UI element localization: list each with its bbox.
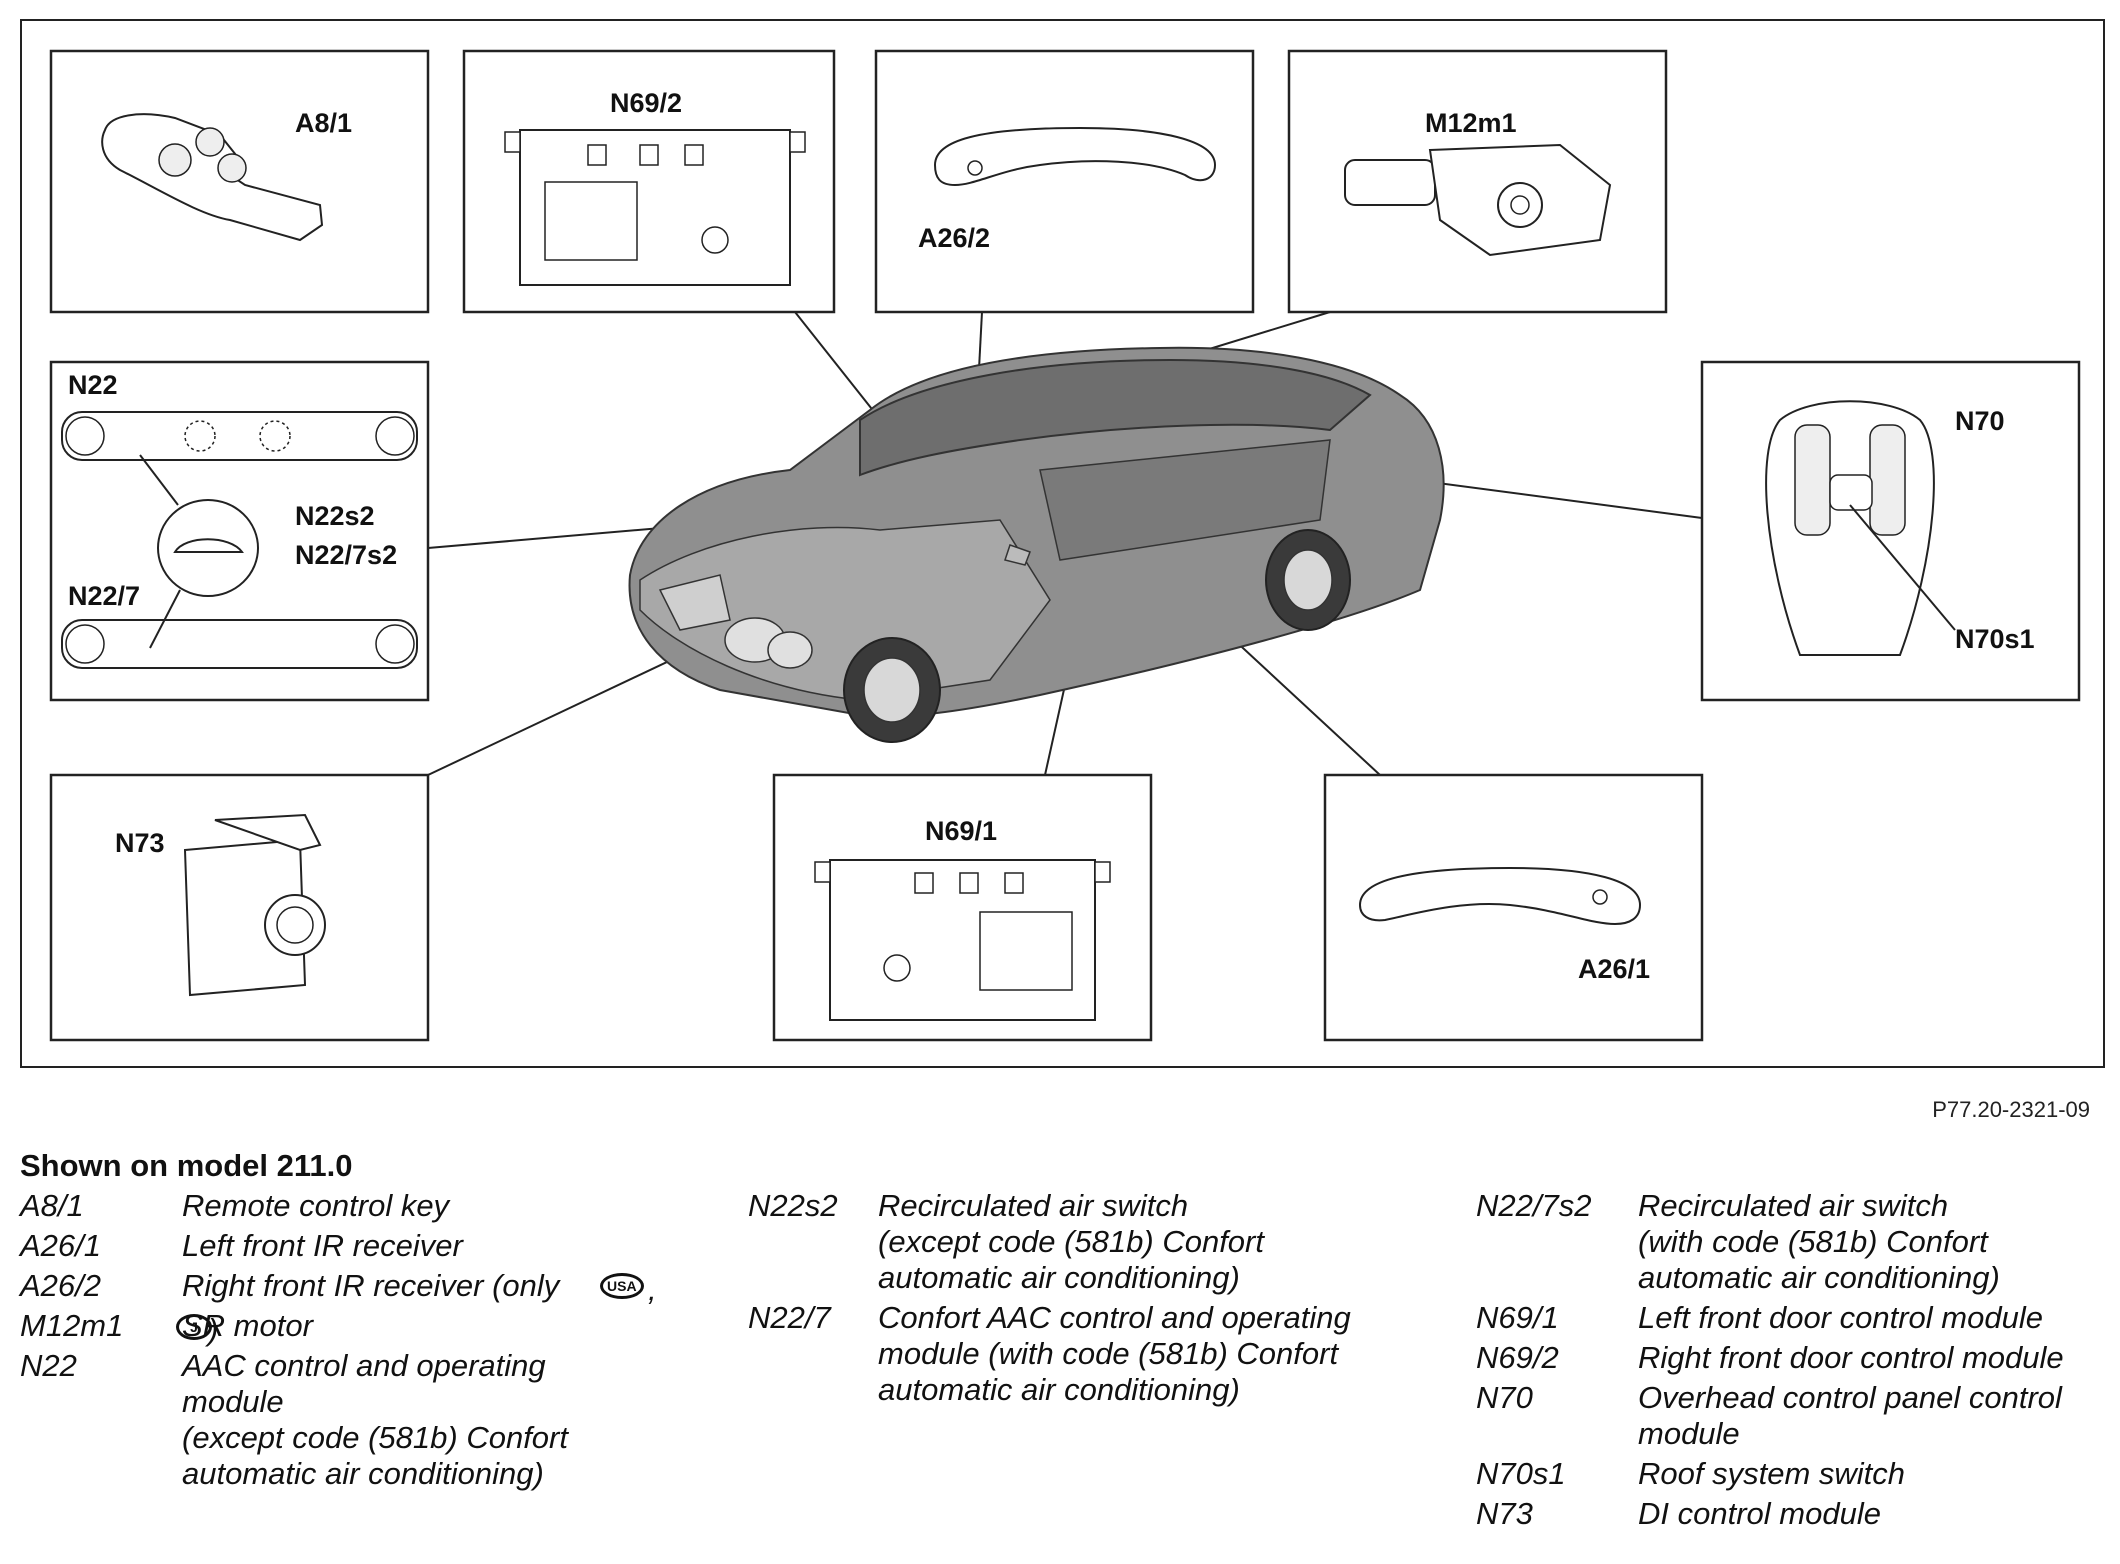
legend-item: N22 AAC control and operating module (exc… bbox=[20, 1348, 660, 1492]
legend-code: N22s2 bbox=[748, 1188, 838, 1223]
box-a26-1: A26/1 bbox=[1323, 773, 1704, 1042]
legend-description: Right front IR receiver (only bbox=[182, 1268, 560, 1303]
box-a8-1: A8/1 bbox=[49, 49, 430, 314]
legend-item: N70s1 Roof system switch bbox=[1476, 1456, 2116, 1492]
car-illustration bbox=[628, 346, 1445, 743]
legend-item: N70 Overhead control panel control module bbox=[1476, 1380, 2116, 1452]
box-a26-2: A26/2 bbox=[874, 49, 1255, 314]
legend-description: Confort AAC control and operating module… bbox=[878, 1300, 1351, 1407]
callout-n22-7s2: N22/7s2 bbox=[295, 540, 397, 570]
legend-comma: , bbox=[648, 1272, 657, 1307]
legend-item: A8/1 Remote control key bbox=[20, 1188, 660, 1224]
legend-item: N22/7s2 Recirculated air switch (with cod… bbox=[1476, 1188, 2116, 1296]
legend-description: Roof system switch bbox=[1638, 1456, 1906, 1491]
legend-item: N22s2 Recirculated air switch (except cod… bbox=[748, 1188, 1408, 1296]
legend-code: N22 bbox=[20, 1348, 77, 1383]
legend-code: N69/2 bbox=[1476, 1340, 1559, 1375]
callout-n69-1: N69/1 bbox=[925, 816, 997, 846]
box-n69-1: N69/1 bbox=[772, 773, 1153, 1042]
legend-code: A26/1 bbox=[20, 1228, 102, 1263]
box-m12m1: M12m1 bbox=[1287, 49, 1668, 314]
callout-n22-7: N22/7 bbox=[68, 581, 140, 611]
legend-code: N70s1 bbox=[1476, 1456, 1566, 1491]
callout-a8-1: A8/1 bbox=[295, 108, 352, 138]
legend-item: N22/7 Confort AAC control and operating m… bbox=[748, 1300, 1408, 1408]
legend-description: AAC control and operating module (except… bbox=[182, 1348, 568, 1491]
callout-m12m1: M12m1 bbox=[1425, 108, 1517, 138]
legend-column-3: N22/7s2 Recirculated air switch (with cod… bbox=[1476, 1188, 2116, 1536]
legend-item: N69/1 Left front door control module bbox=[1476, 1300, 2116, 1336]
callout-n73: N73 bbox=[115, 828, 165, 858]
legend-item: M12m1 SR motor bbox=[20, 1308, 660, 1344]
usa-badge-icon: USA bbox=[600, 1273, 644, 1299]
callout-n69-2: N69/2 bbox=[610, 88, 682, 118]
legend-close-paren: ) bbox=[208, 1312, 219, 1347]
legend-code: N69/1 bbox=[1476, 1300, 1559, 1335]
legend-title: Shown on model 211.0 bbox=[20, 1148, 353, 1183]
callout-n70s1: N70s1 bbox=[1955, 624, 2035, 654]
legend-code: N22/7 bbox=[748, 1300, 831, 1335]
box-n69-2: N69/2 bbox=[462, 49, 836, 314]
legend-description: SR motor bbox=[182, 1308, 313, 1343]
legend-item: N69/2 Right front door control module bbox=[1476, 1340, 2116, 1376]
legend-code: N73 bbox=[1476, 1496, 1533, 1531]
box-n70: N70 N70s1 bbox=[1700, 360, 2081, 702]
legend-column-2: N22s2 Recirculated air switch (except cod… bbox=[748, 1188, 1408, 1412]
figure-id: P77.20-2321-09 bbox=[1932, 1097, 2090, 1122]
callout-a26-1: A26/1 bbox=[1578, 954, 1650, 984]
japan-badge-icon: J bbox=[176, 1314, 212, 1340]
callout-n22s2: N22s2 bbox=[295, 501, 375, 531]
legend-item: A26/2 Right front IR receiver (only bbox=[20, 1268, 660, 1304]
legend-description: Left front IR receiver bbox=[182, 1228, 463, 1263]
callout-n70: N70 bbox=[1955, 406, 2005, 436]
legend-item: A26/1 Left front IR receiver bbox=[20, 1228, 660, 1264]
legend-code: N22/7s2 bbox=[1476, 1188, 1592, 1223]
legend-description: Overhead control panel control module bbox=[1638, 1380, 2062, 1451]
legend-description: Recirculated air switch (with code (581b… bbox=[1638, 1188, 2000, 1295]
callout-n22: N22 bbox=[68, 370, 118, 400]
legend-code: A26/2 bbox=[20, 1268, 102, 1303]
legend-code: N70 bbox=[1476, 1380, 1533, 1415]
legend-code: M12m1 bbox=[20, 1308, 124, 1343]
legend-code: A8/1 bbox=[20, 1188, 84, 1223]
legend-description: DI control module bbox=[1638, 1496, 1881, 1531]
box-n73: N73 bbox=[49, 773, 430, 1042]
legend-description: Remote control key bbox=[182, 1188, 450, 1223]
diagram-frame bbox=[20, 19, 2105, 1068]
legend-item: N73 DI control module bbox=[1476, 1496, 2116, 1532]
legend-description: Right front door control module bbox=[1638, 1340, 2064, 1375]
legend-description: Recirculated air switch (except code (58… bbox=[878, 1188, 1264, 1295]
box-n22: N22 N22s2 N22/7s2 N22/7 bbox=[49, 360, 430, 702]
callout-a26-2: A26/2 bbox=[918, 223, 990, 253]
legend-description: Left front door control module bbox=[1638, 1300, 2043, 1335]
